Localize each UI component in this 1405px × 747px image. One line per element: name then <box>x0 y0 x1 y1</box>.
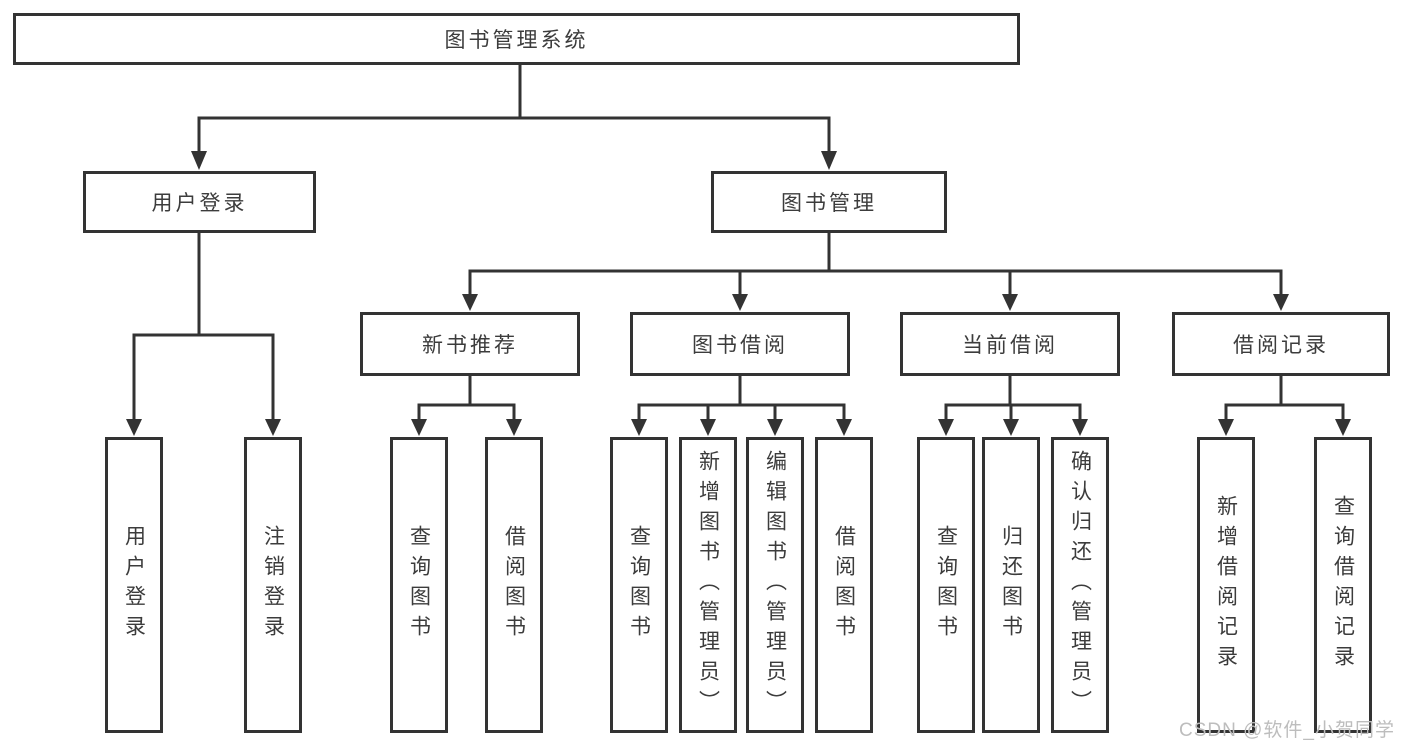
leaf-add-books-admin: 新增图书（管理员） <box>679 437 737 733</box>
connector-book-mgmt-to-level3 <box>462 233 1289 311</box>
connector-book-borrow-to-children <box>631 376 852 436</box>
leaf-edit-books-admin: 编辑图书（管理员） <box>746 437 804 733</box>
node-book-management: 图书管理 <box>711 171 947 233</box>
connector-current-borrow-to-children <box>938 376 1088 436</box>
leaf-query-books-current: 查询图书 <box>917 437 975 733</box>
csdn-watermark: CSDN @软件_小贺同学 <box>1179 720 1395 741</box>
node-book-borrowing: 图书借阅 <box>630 312 850 376</box>
leaf-return-books: 归还图书 <box>982 437 1040 733</box>
connector-new-book-to-children <box>411 376 522 436</box>
leaf-logout: 注销登录 <box>244 437 302 733</box>
connector-borrow-record-to-children <box>1218 376 1351 436</box>
node-current-borrowing: 当前借阅 <box>900 312 1120 376</box>
leaf-query-borrow-record: 查询借阅记录 <box>1314 437 1372 733</box>
leaf-add-borrow-record: 新增借阅记录 <box>1197 437 1255 733</box>
leaf-query-books-borrow: 查询图书 <box>610 437 668 733</box>
leaf-user-login: 用户登录 <box>105 437 163 733</box>
node-library-management-system: 图书管理系统 <box>13 13 1020 65</box>
leaf-borrow-books-recommend: 借阅图书 <box>485 437 543 733</box>
node-new-book-recommendation: 新书推荐 <box>360 312 580 376</box>
connector-user-login-to-children <box>126 233 281 436</box>
leaf-confirm-return-admin: 确认归还（管理员） <box>1051 437 1109 733</box>
node-borrowing-records: 借阅记录 <box>1172 312 1390 376</box>
connector-root-to-level2 <box>191 65 837 170</box>
node-user-login: 用户登录 <box>83 171 316 233</box>
leaf-query-books-recommend: 查询图书 <box>390 437 448 733</box>
leaf-borrow-books: 借阅图书 <box>815 437 873 733</box>
